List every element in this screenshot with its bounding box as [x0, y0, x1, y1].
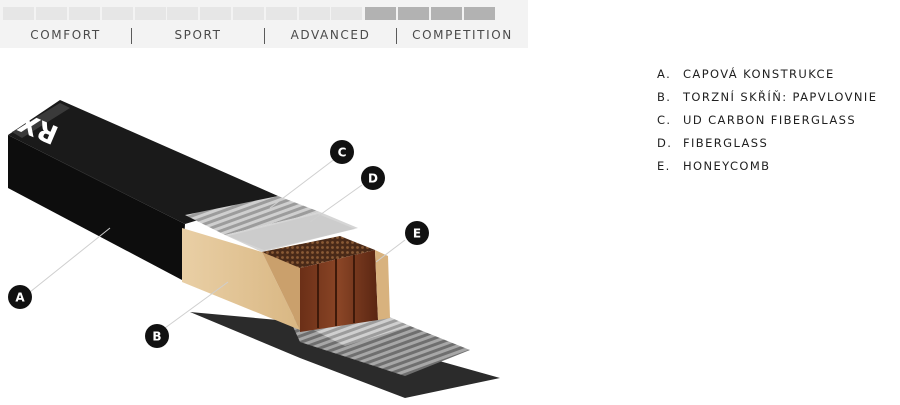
level-segment	[365, 7, 396, 20]
carbon-top-layer	[185, 196, 320, 235]
fiberglass-texture	[228, 214, 355, 250]
legend-item-a: A. CAPOVÁ KONSTRUKCE	[657, 66, 900, 89]
level-divider	[264, 28, 265, 44]
level-segment	[3, 7, 34, 20]
legend-letter: A.	[657, 67, 672, 81]
legend-letter: D.	[657, 136, 673, 150]
level-segment	[233, 7, 264, 20]
marker-b-label: B	[152, 330, 161, 344]
wood-right-edge	[375, 250, 390, 320]
legend-item-e: E. HONEYCOMB	[657, 158, 900, 181]
ski-cross-section-diagram: RX 10 A B C D E	[0, 88, 500, 398]
marker-a: A	[8, 285, 32, 309]
leader-line-d	[309, 184, 363, 223]
level-competition: COMPETITION	[412, 28, 513, 42]
level-segment	[266, 7, 297, 20]
legend-text: HONEYCOMB	[683, 159, 771, 173]
marker-d: D	[361, 166, 385, 190]
legend-item-b: B. TORZNÍ SKŘÍŇ: PAPVLOVNIE	[657, 89, 900, 112]
wood-box-side	[262, 244, 300, 330]
level-segments	[0, 7, 528, 20]
legend-item-d: D. FIBERGLASS	[657, 135, 900, 158]
level-scale: COMFORT SPORT ADVANCED COMPETITION	[0, 0, 528, 48]
level-advanced: ADVANCED	[290, 28, 371, 42]
level-segment	[69, 7, 100, 20]
level-segment	[167, 7, 198, 20]
level-segment	[431, 7, 462, 20]
leader-line-b	[164, 281, 229, 329]
level-segment	[398, 7, 429, 20]
level-sport: SPORT	[174, 28, 222, 42]
level-divider	[396, 28, 397, 44]
level-labels: COMFORT SPORT ADVANCED COMPETITION	[0, 26, 528, 44]
level-divider	[131, 28, 132, 44]
legend-letter: B.	[657, 90, 672, 104]
marker-c: C	[330, 140, 354, 164]
level-comfort: COMFORT	[30, 28, 101, 42]
marker-e: E	[405, 221, 429, 245]
honeycomb-top	[262, 236, 375, 268]
legend-text: UD CARBON FIBERGLASS	[683, 113, 857, 127]
cap-top-face	[8, 100, 278, 224]
legend-letter: E.	[657, 159, 671, 173]
legend-text: TORZNÍ SKŘÍŇ: PAPVLOVNIE	[683, 90, 878, 104]
cap-front-face	[8, 135, 185, 280]
honeycomb-core-front	[300, 250, 378, 332]
legend-letter: C.	[657, 113, 672, 127]
marker-b: B	[145, 324, 169, 348]
level-segment	[135, 7, 166, 20]
marker-d-label: D	[368, 172, 378, 186]
legend-text: CAPOVÁ KONSTRUKCE	[683, 67, 835, 81]
marker-a-label: A	[15, 291, 25, 305]
level-segment	[331, 7, 362, 20]
wood-box-front	[182, 228, 300, 330]
marker-c-label: C	[338, 146, 347, 160]
level-segment	[299, 7, 330, 20]
layer-legend: A. CAPOVÁ KONSTRUKCE B. TORZNÍ SKŘÍŇ: PAPV…	[657, 66, 900, 181]
leader-line-a	[29, 227, 111, 293]
leader-line-c	[269, 157, 337, 209]
level-segment	[200, 7, 231, 20]
legend-text: FIBERGLASS	[683, 136, 769, 150]
marker-e-label: E	[413, 227, 421, 241]
cap-top-highlight	[12, 103, 70, 138]
legend-item-c: C. UD CARBON FIBERGLASS	[657, 112, 900, 135]
level-segment	[464, 7, 495, 20]
level-segment	[36, 7, 67, 20]
leader-line-e	[375, 239, 406, 263]
level-segment	[102, 7, 133, 20]
